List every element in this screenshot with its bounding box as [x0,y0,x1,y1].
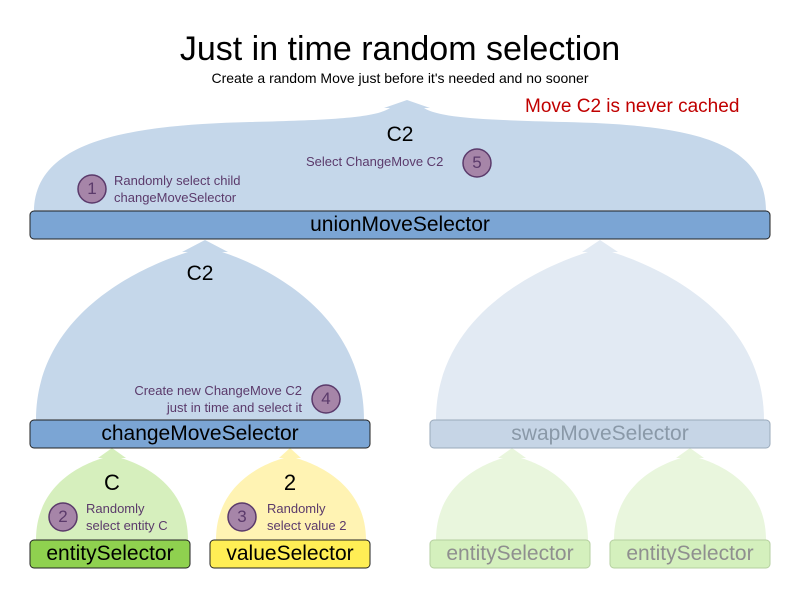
step-4-line-2: just in time and select it [166,400,302,415]
union-output-blob [34,100,766,212]
swap-entity-1-box-label: entitySelector [446,542,574,565]
entity-box [29,539,191,569]
step-1-number: 1 [87,179,97,198]
union-output-label: C2 [386,123,414,146]
step-3-badge [227,502,257,532]
swap-entity-1-blob [436,448,588,540]
step-4-text: Create new ChangeMove C2 just in time an… [100,382,302,416]
step-5-line-1: Select ChangeMove C2 [306,154,444,169]
entity-box-label: entitySelector [46,542,174,565]
step-1-text: Randomly select child changeMoveSelector [114,172,240,206]
step-1-line-2: changeMoveSelector [114,190,237,205]
swap-entity-1-box [429,539,591,569]
step-2-text: Randomly select entity C [86,500,168,534]
page-title: Just in time random selection [179,30,621,68]
change-box-label: changeMoveSelector [101,422,299,445]
value-box-label: valueSelector [226,542,354,565]
entity-output-label: C [104,470,120,495]
step-3-text: Randomly select value 2 [267,500,347,534]
step-2-number: 2 [58,507,68,526]
page-subtitle: Create a random Move just before it's ne… [211,70,589,86]
union-box-label: unionMoveSelector [310,213,490,236]
step-2-line-2: select entity C [86,518,168,533]
step-3-number: 3 [237,507,247,526]
step-5-badge [462,148,492,178]
step-3-line-2: select value 2 [267,518,347,533]
step-1-line-1: Randomly select child [114,173,241,188]
change-box [29,419,371,449]
step-4-badge [311,384,341,414]
swap-entity-2-box-label: entitySelector [626,542,754,565]
step-2-badge [48,502,78,532]
swap-entity-2-box [609,539,771,569]
union-box [29,210,771,240]
step-3-line-1: Randomly [267,501,326,516]
cache-note: Move C2 is never cached [525,96,740,117]
change-output-label: C2 [186,262,214,285]
step-5-number: 5 [472,153,482,172]
value-box [209,539,371,569]
step-2-line-1: Randomly [86,501,145,516]
step-4-number: 4 [321,389,331,408]
swap-box [429,419,771,449]
step-1-badge [77,174,107,204]
change-output-blob [36,240,364,420]
step-5-text: Select ChangeMove C2 [306,153,443,170]
value-output-label: 2 [283,470,297,495]
swap-box-label: swapMoveSelector [511,422,689,445]
swap-entity-2-blob [614,448,766,540]
step-4-line-1: Create new ChangeMove C2 [134,383,302,398]
swap-output-blob [436,240,764,420]
